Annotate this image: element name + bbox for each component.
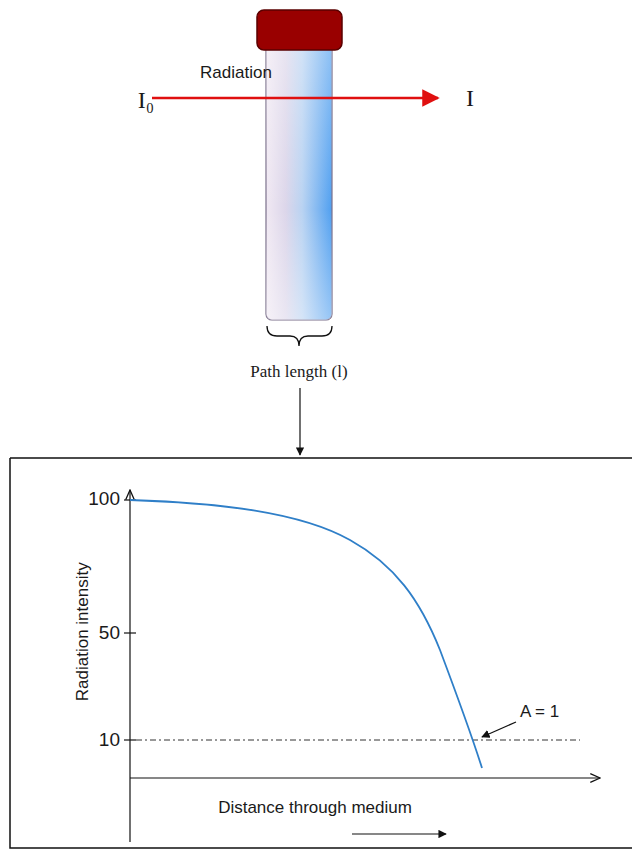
sample-vial <box>257 10 342 320</box>
tick-label: 50 <box>99 622 120 644</box>
annotation-label: A = 1 <box>520 702 559 722</box>
incident-intensity-label: I₀ <box>138 87 154 115</box>
leader-arrow <box>482 722 516 737</box>
vial-shading <box>266 44 332 320</box>
chart-frame <box>10 458 632 848</box>
y-tick <box>124 739 136 740</box>
vial-cap <box>257 10 342 50</box>
axis-title: Distance through medium <box>218 798 412 818</box>
y-axis <box>129 490 130 842</box>
axis-title: Radiation intensity <box>72 563 92 702</box>
absorbance-level-line <box>136 740 580 741</box>
pointer-arrow <box>299 388 300 455</box>
tick-label: 10 <box>99 729 120 751</box>
tick-label: 100 <box>88 488 120 510</box>
beam-label: Radiation <box>200 63 272 83</box>
vial-body <box>266 44 332 320</box>
x-axis <box>130 777 600 778</box>
transmitted-intensity-label: I <box>466 85 474 113</box>
radiation-beam <box>152 97 438 100</box>
intensity-curve <box>130 500 482 768</box>
direction-arrow <box>352 833 446 834</box>
path-length-brace <box>267 326 332 346</box>
y-tick <box>124 632 136 633</box>
path-length-label: Path length (l) <box>250 362 347 382</box>
